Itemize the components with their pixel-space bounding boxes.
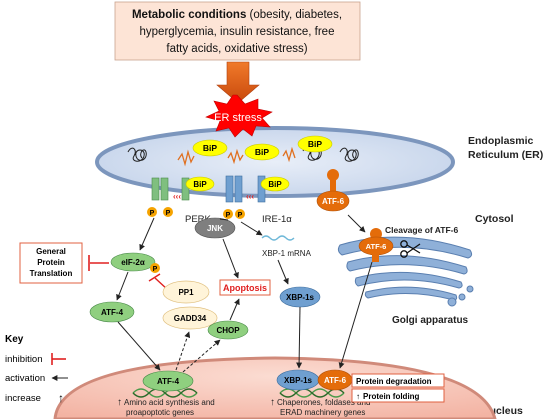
gene-text-right-line2: ERAD machinery genes xyxy=(280,408,365,417)
apoptosis-label: Apoptosis xyxy=(223,283,267,293)
bip-label: BiP xyxy=(203,143,218,153)
atf4-label: ATF-4 xyxy=(101,308,124,317)
stress-down-arrow-icon xyxy=(216,61,260,104)
key-increase-label: increase xyxy=(5,393,41,404)
legend-key: Key inhibition activation increase ↑ xyxy=(5,334,68,405)
atf4-node xyxy=(89,301,135,323)
jnk-label: JNK xyxy=(207,224,223,233)
general-protein-translation-box: General Protein Translation xyxy=(19,242,83,284)
cytosol-label: Cytosol xyxy=(475,213,514,225)
bip-chaperone xyxy=(192,139,228,157)
bip-lumen-group: BiP BiP BiP xyxy=(192,135,333,161)
bip-bound-perk xyxy=(185,176,215,192)
key-title: Key xyxy=(5,334,24,345)
inhibition-eif2a-translation xyxy=(88,255,109,271)
gadd34-node xyxy=(162,306,218,330)
increase-arrow-icon: ↑ xyxy=(58,391,64,405)
misfolded-protein-squiggles xyxy=(177,146,296,167)
bip-label: BiP xyxy=(308,139,323,149)
eif2a-label: eIF-2α xyxy=(121,258,145,267)
arrow-eif2a-atf4 xyxy=(116,271,129,301)
er-label-line1: Endoplasmic xyxy=(468,135,534,147)
atf6-label: ATF-6 xyxy=(322,197,345,206)
arrow-atf4-nucleus xyxy=(117,321,161,371)
arrow-atf6-nucleus xyxy=(338,261,373,369)
dashed-arrow-atf4-gadd34 xyxy=(175,331,191,371)
xbp1s-label: XBP-1s xyxy=(286,293,315,302)
apoptosis-box xyxy=(219,279,271,296)
metabolic-line-1: Metabolic conditions (obesity, diabetes, xyxy=(132,9,342,21)
phospho-p-label: P xyxy=(166,210,171,217)
cleavage-label: Cleavage of ATF-6 xyxy=(385,225,458,235)
er-label-line2: Reticulum (ER) xyxy=(468,149,543,161)
arrow-jnk-apoptosis xyxy=(222,238,239,279)
connector-ire1-jnk xyxy=(219,218,229,221)
chop-node xyxy=(207,320,249,340)
protein-degradation-label: Protein degradation xyxy=(356,377,432,386)
arrow-atf6-golgi xyxy=(347,214,366,233)
pp1-label: PP1 xyxy=(178,288,194,297)
atf6-cleaved-label: ATF-6 xyxy=(366,242,387,251)
atf4-nuclear-node xyxy=(142,370,194,392)
perk-label: PERK xyxy=(185,214,212,225)
xbp1-mrna-label: XBP-1 mRNA xyxy=(262,249,312,258)
phospho-p-label: P xyxy=(238,212,243,219)
general-line3: Translation xyxy=(30,269,73,278)
atf6-receptor: ATF-6 xyxy=(316,169,350,212)
key-activation-label: activation xyxy=(5,373,45,384)
protein-folding-label: ↑Protein folding xyxy=(356,392,420,401)
gene-text-left-line2: proapoptotic genes xyxy=(126,408,194,417)
gene-text-left-line1: ↑Amino acid synthesis and xyxy=(117,397,215,408)
xbp1-mrna-wave-icon xyxy=(261,235,295,241)
er-stress-label: ER stress xyxy=(214,112,262,124)
atf4-nuclear-label: ATF-4 xyxy=(157,377,180,386)
scissors-icon xyxy=(400,240,421,258)
dashed-arrow-atf4-chop xyxy=(182,339,221,373)
xbp1s-nuclear-label: XBP-1s xyxy=(284,376,313,385)
gadd34-label: GADD34 xyxy=(174,314,207,323)
phospho-p-label: P xyxy=(150,210,155,217)
release-chevrons-icon: ‹‹‹ xyxy=(246,192,254,201)
ire1-receptor: BiP ‹‹‹ P P IRE-1α xyxy=(223,175,292,225)
protein-degradation-folding-box: Protein degradation ↑Protein folding xyxy=(351,373,445,403)
pp1-node xyxy=(162,280,210,304)
gene-text-right-line1: ↑Chaperones, foldases and xyxy=(270,397,370,408)
bip-chaperone xyxy=(244,143,280,161)
key-inhibition-label: inhibition xyxy=(5,354,43,365)
unfolded-protein-icon xyxy=(127,147,147,162)
arrow-ire1-xbp1mrna xyxy=(240,221,263,236)
bip-bound-ire1 xyxy=(260,176,290,192)
arrow-chop-apoptosis xyxy=(229,298,240,321)
phospho-p-label: P xyxy=(153,266,158,273)
er-stress-burst: ER stress xyxy=(205,94,273,138)
jnk-node xyxy=(194,217,236,239)
general-line1: General xyxy=(36,247,66,256)
ire1-label: IRE-1α xyxy=(262,214,292,225)
bip-chaperone xyxy=(297,135,333,153)
golgi-label: Golgi apparatus xyxy=(392,315,469,326)
general-line2: Protein xyxy=(37,258,65,267)
metabolic-line-2: hyperglycemia, insulin resistance, free xyxy=(140,26,335,38)
atf6-nuclear-label: ATF-6 xyxy=(324,376,347,385)
metabolic-conditions-box: Metabolic conditions (obesity, diabetes,… xyxy=(114,1,361,61)
arrow-xbp1mrna-xbp1s xyxy=(277,259,289,285)
chop-label: CHOP xyxy=(216,326,240,335)
bip-label: BiP xyxy=(255,147,270,157)
arrow-xbp1s-nucleus xyxy=(296,306,303,369)
atf6-cleaved: ATF-6 xyxy=(358,228,394,262)
perk-receptor: BiP ‹‹‹ P P PERK xyxy=(147,176,215,225)
phospho-p-label: P xyxy=(226,212,231,219)
metabolic-line-3: fatty acids, oxidative stress) xyxy=(166,43,307,55)
phospho-p-eif2a xyxy=(150,263,160,273)
bip-label: BiP xyxy=(193,180,207,189)
arrow-perk-eif2a xyxy=(139,217,155,251)
bip-label: BiP xyxy=(268,180,282,189)
release-chevrons-icon: ‹‹‹ xyxy=(173,192,181,201)
unfolded-protein-icon xyxy=(339,147,359,162)
eif2a-node xyxy=(110,252,156,272)
